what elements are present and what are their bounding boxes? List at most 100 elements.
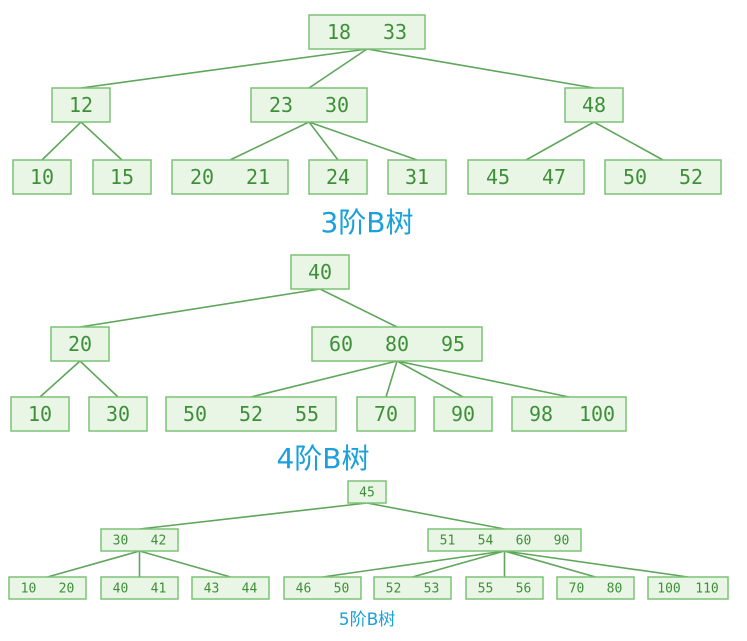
btree-node: 31 xyxy=(387,159,447,195)
node-key: 33 xyxy=(383,20,407,44)
node-key: 50 xyxy=(334,582,350,597)
node-box xyxy=(556,576,635,600)
node-box xyxy=(250,87,368,123)
node-key: 12 xyxy=(69,93,93,117)
node-key: 54 xyxy=(478,534,494,549)
node-key: 10 xyxy=(30,165,54,189)
node-box xyxy=(433,396,493,432)
tree-edge xyxy=(41,121,82,161)
node-box xyxy=(647,576,729,600)
tree-edge xyxy=(396,360,464,398)
tree-edge xyxy=(396,360,570,398)
node-key: 24 xyxy=(326,165,350,189)
node-key: 70 xyxy=(569,582,585,597)
tree-edge xyxy=(385,360,398,398)
node-box xyxy=(308,159,368,195)
node-box xyxy=(311,326,483,362)
node-key: 43 xyxy=(204,582,220,597)
tree-caption: 3阶B树 xyxy=(320,206,413,239)
btree-node: 23 30 xyxy=(250,87,368,123)
tree-edge xyxy=(47,550,140,578)
node-key: 30 xyxy=(106,402,130,426)
node-key: 47 xyxy=(542,165,566,189)
node-key: 20 xyxy=(59,582,75,597)
btree-node: 70 xyxy=(356,396,416,432)
edge-group xyxy=(41,48,664,161)
tree-edge xyxy=(250,360,398,398)
node-key: 42 xyxy=(151,534,167,549)
tree-edge xyxy=(412,550,505,578)
btree-node: 30 xyxy=(88,396,148,432)
node-key: 21 xyxy=(246,165,270,189)
node-box xyxy=(290,254,350,290)
node-key: 44 xyxy=(242,582,258,597)
node-key: 55 xyxy=(478,582,494,597)
btree-node: 12 xyxy=(51,87,111,123)
node-key: 60 xyxy=(516,534,532,549)
btree-node: 43 44 xyxy=(191,576,270,600)
node-key: 98 xyxy=(529,402,553,426)
tree-edge xyxy=(80,48,368,89)
btree-node: 55 56 xyxy=(465,576,544,600)
node-key: 40 xyxy=(308,260,332,284)
btree-node: 15 xyxy=(92,159,152,195)
node-key: 52 xyxy=(239,402,263,426)
node-box xyxy=(50,326,110,362)
node-key: 80 xyxy=(385,332,409,356)
tree-edge xyxy=(308,121,418,161)
node-box xyxy=(12,159,72,195)
node-key: 110 xyxy=(695,582,718,597)
node-box xyxy=(165,396,337,432)
node-box xyxy=(191,576,270,600)
tree-edge xyxy=(504,550,689,578)
node-key: 56 xyxy=(516,582,532,597)
node-key: 30 xyxy=(325,93,349,117)
node-box xyxy=(373,576,452,600)
btree-node: 20 xyxy=(50,326,110,362)
node-key: 50 xyxy=(183,402,207,426)
node-key: 20 xyxy=(190,165,214,189)
tree-edge xyxy=(229,121,310,161)
tree-edge xyxy=(79,360,119,398)
tree-caption: 4阶B树 xyxy=(276,442,369,475)
tree-edge xyxy=(79,288,321,328)
node-box xyxy=(511,396,627,432)
tree-edge xyxy=(39,360,81,398)
btree-node: 10 xyxy=(10,396,70,432)
tree-edge xyxy=(525,121,595,161)
btree-node: 52 53 xyxy=(373,576,452,600)
node-box xyxy=(171,159,289,195)
node-box xyxy=(427,528,582,552)
edge-group xyxy=(47,502,689,578)
node-key: 95 xyxy=(441,332,465,356)
btree-node: 45 xyxy=(347,480,387,504)
node-box xyxy=(564,87,624,123)
tree-edge xyxy=(319,288,398,328)
node-box xyxy=(10,396,70,432)
tree-edge xyxy=(366,502,505,530)
node-key: 90 xyxy=(451,402,475,426)
tree-edge xyxy=(308,121,339,161)
node-box xyxy=(283,576,362,600)
node-key: 52 xyxy=(386,582,402,597)
node-key: 53 xyxy=(424,582,440,597)
tree-edge xyxy=(308,48,368,89)
node-key: 45 xyxy=(359,486,375,501)
tree-edge xyxy=(504,550,596,578)
node-key: 50 xyxy=(623,165,647,189)
btree-node: 48 xyxy=(564,87,624,123)
node-key: 23 xyxy=(269,93,293,117)
tree-edge xyxy=(593,121,664,161)
